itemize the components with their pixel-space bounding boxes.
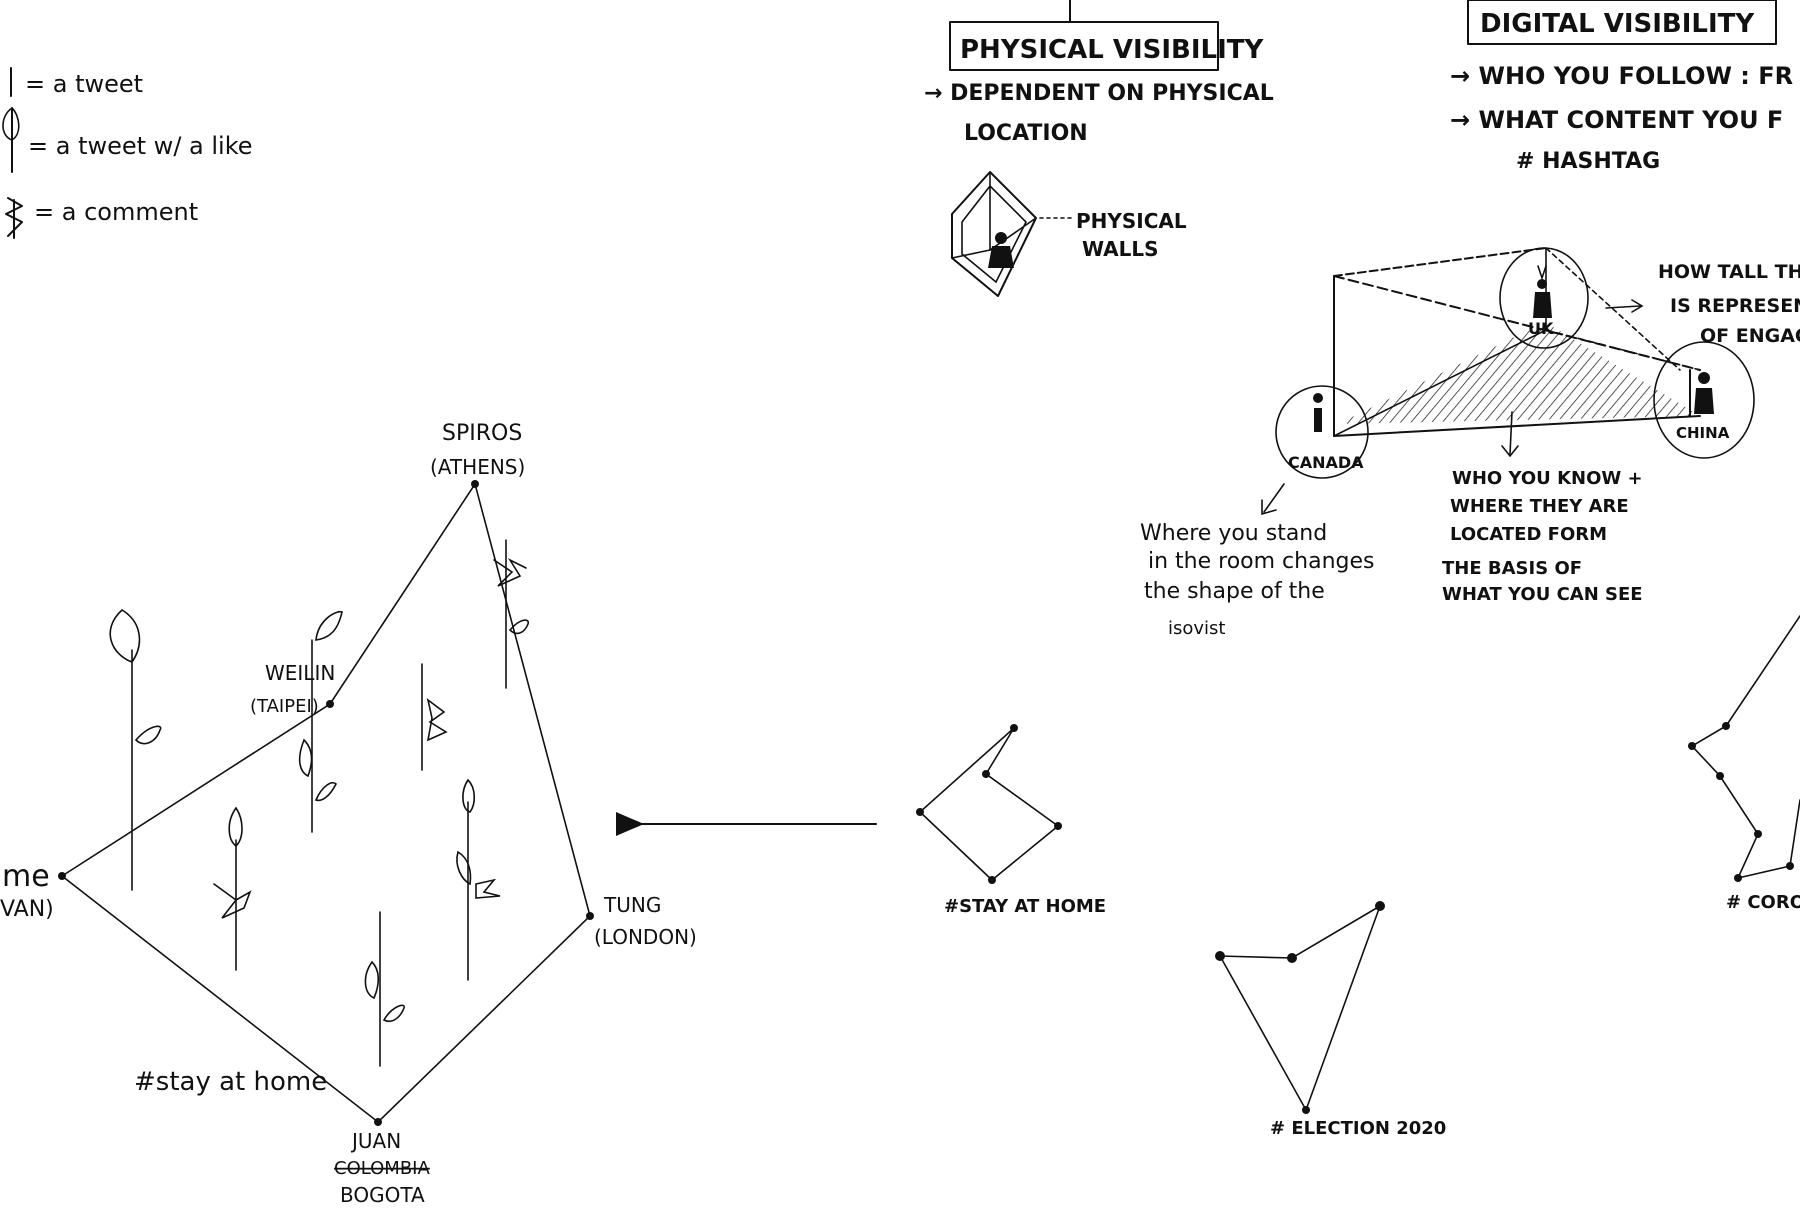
- digital-title: DIGITAL VISIBILITY: [1480, 9, 1755, 39]
- how-tall-line3: OF ENGAG: [1700, 325, 1800, 347]
- node-spiros: [471, 480, 479, 488]
- spiros-city: (ATHENS): [430, 455, 525, 479]
- network-diagram: SPIROS (ATHENS) WEILIN (TAIPEI) me VAN) …: [0, 421, 697, 1207]
- legend-tweet-label: = a tweet: [25, 70, 143, 98]
- isovist-sketch: [1333, 247, 1701, 437]
- physical-point1-line2: LOCATION: [964, 121, 1088, 146]
- where-line2: in the room changes: [1148, 549, 1374, 574]
- digital-point2: → WHAT CONTENT YOU F: [1450, 106, 1783, 134]
- where-line3: the shape of the: [1144, 579, 1325, 604]
- china-node: CHINA: [1653, 341, 1755, 459]
- network-hashtag: #stay at home: [134, 1067, 327, 1097]
- me-name: me: [2, 859, 50, 894]
- juan-city: BOGOTA: [340, 1183, 425, 1207]
- country-canada: CANADA: [1288, 453, 1364, 472]
- tweet-stem: [456, 778, 501, 981]
- election-label: # ELECTION 2020: [1270, 1118, 1446, 1139]
- tweet-stem: [213, 806, 252, 971]
- who-line5: WHAT YOU CAN SEE: [1442, 584, 1643, 605]
- digital-point1: → WHO YOU FOLLOW : FR: [1450, 62, 1793, 90]
- person-icon: [995, 232, 1007, 244]
- legend-tweet-like-label: = a tweet w/ a like: [28, 132, 253, 160]
- legend-comment-label: = a comment: [34, 198, 198, 226]
- physical-point1-line1: → DEPENDENT ON PHYSICAL: [924, 81, 1274, 106]
- stay-at-home-shape: #STAY AT HOME: [916, 724, 1106, 917]
- node-weilin: [326, 700, 334, 708]
- physical-walls-line2: WALLS: [1082, 237, 1159, 261]
- how-tall-line2: IS REPRESENT: [1670, 295, 1800, 317]
- tweet-stem: [364, 911, 405, 1067]
- uk-node: UK: [1499, 247, 1589, 349]
- how-tall-arrow: [1605, 305, 1641, 309]
- tung-name: TUNG: [603, 893, 661, 917]
- network-edges: [61, 482, 591, 1124]
- physical-title: PHYSICAL VISIBILITY: [960, 35, 1265, 65]
- juan-name: JUAN: [350, 1129, 401, 1153]
- weilin-name: WEILIN: [265, 661, 335, 685]
- tung-city: (LONDON): [594, 925, 697, 949]
- country-china: CHINA: [1676, 424, 1730, 442]
- me-city: VAN): [0, 897, 54, 922]
- corona-shape: # CORON: [1688, 615, 1800, 913]
- where-arrow: [1263, 483, 1285, 513]
- digital-visibility-section: DIGITAL VISIBILITY → WHO YOU FOLLOW : FR…: [1140, 0, 1800, 639]
- node-tung: [586, 912, 594, 920]
- canada-node: CANADA: [1275, 385, 1369, 479]
- comment-legend-icon: [5, 197, 23, 239]
- who-line3: LOCATED FORM: [1450, 524, 1607, 545]
- who-line1: WHO YOU KNOW +: [1452, 468, 1643, 489]
- election-shape: # ELECTION 2020: [1215, 901, 1446, 1139]
- stay-at-home-label: #STAY AT HOME: [944, 896, 1106, 917]
- tweet-stem: [493, 539, 530, 689]
- corona-label: # CORON: [1726, 892, 1800, 913]
- who-line4: THE BASIS OF: [1442, 558, 1582, 579]
- physical-walls-line1: PHYSICAL: [1076, 209, 1187, 233]
- tweet-stem: [421, 663, 448, 771]
- how-tall-line1: HOW TALL THE: [1658, 261, 1800, 283]
- node-juan: [374, 1118, 382, 1126]
- juan-struck-country: COLOMBIA: [334, 1158, 430, 1179]
- tweet-stem: [298, 611, 343, 833]
- tweet-like-legend-icon: [2, 106, 20, 173]
- where-line4: isovist: [1168, 618, 1225, 639]
- node-me: [58, 872, 66, 880]
- where-line1: Where you stand: [1140, 521, 1327, 546]
- who-line2: WHERE THEY ARE: [1450, 496, 1629, 517]
- who-arrow: [1509, 411, 1513, 455]
- digital-point2-sub: # HASHTAG: [1516, 149, 1660, 174]
- physical-title-box: [949, 21, 1219, 71]
- physical-room-sketch: [951, 171, 1037, 297]
- physical-visibility-section: PHYSICAL VISIBILITY → DEPENDENT ON PHYSI…: [924, 0, 1274, 297]
- spiros-name: SPIROS: [442, 421, 522, 446]
- legend: = a tweet = a tweet w/ a like = a commen…: [2, 67, 253, 239]
- weilin-city: (TAIPEI): [250, 696, 319, 717]
- tweet-stem: [109, 609, 162, 891]
- digital-title-box: [1467, 0, 1777, 45]
- country-uk: UK: [1528, 319, 1554, 338]
